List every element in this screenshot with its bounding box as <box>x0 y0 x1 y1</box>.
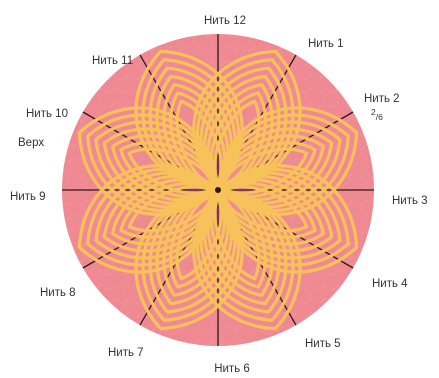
center-point <box>215 187 221 193</box>
label-thread-1: Нить 1 <box>308 38 344 50</box>
label-thread-10: Нить 10 <box>26 108 68 120</box>
label-thread-2: Нить 2 <box>364 93 400 105</box>
label-thread-6: Нить 6 <box>214 363 250 375</box>
label-thread-3: Нить 3 <box>392 195 428 207</box>
thread-2-note: 2/6 <box>371 107 383 122</box>
label-thread-7: Нить 7 <box>108 347 144 359</box>
label-top: Верх <box>18 137 44 149</box>
label-thread-4: Нить 4 <box>372 278 408 290</box>
label-thread-11: Нить 11 <box>92 55 133 67</box>
label-thread-5: Нить 5 <box>305 338 341 350</box>
label-thread-9: Нить 9 <box>10 191 46 203</box>
label-thread-8: Нить 8 <box>40 287 76 299</box>
label-thread-12: Нить 12 <box>204 15 246 27</box>
